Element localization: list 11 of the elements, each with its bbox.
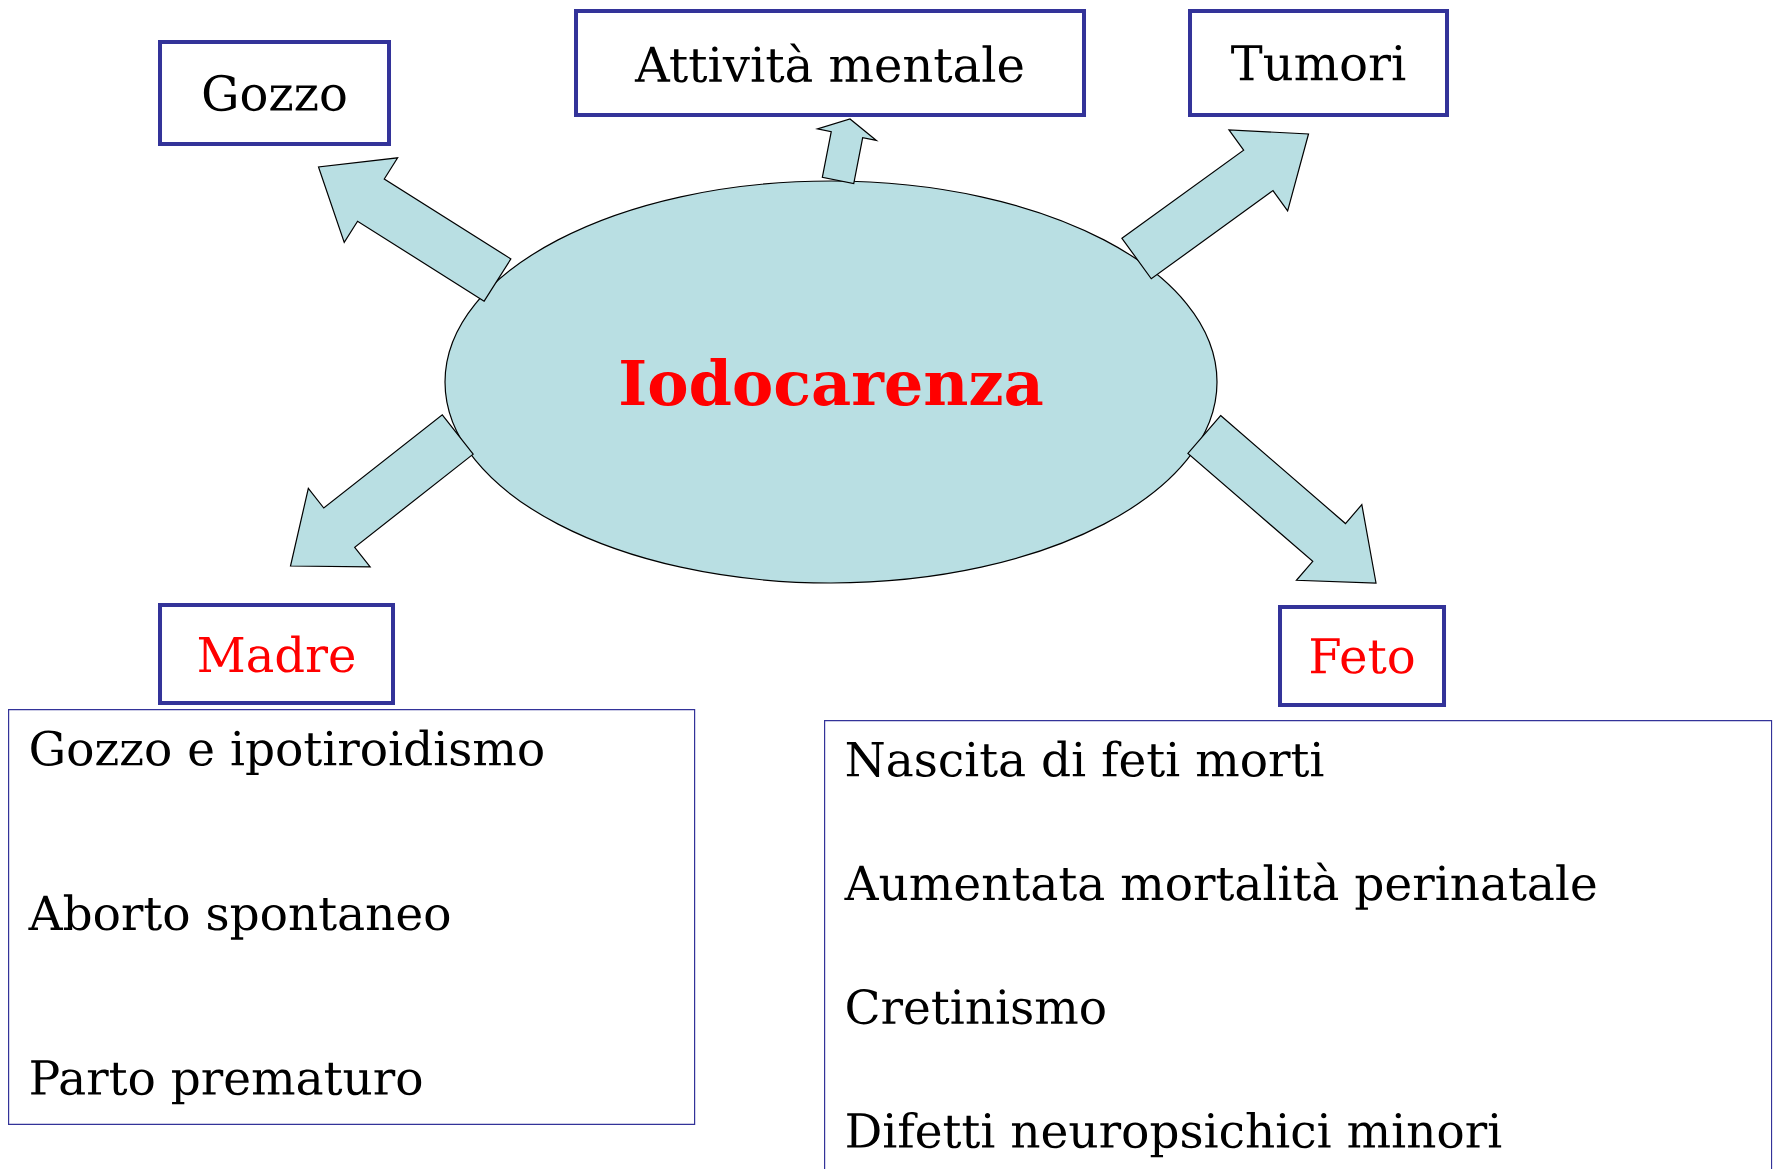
list-box: Gozzo e ipotiroidismo Aborto spontaneo Parto prematuro [8,709,696,1125]
block-arrow [1121,129,1310,280]
label-box: Gozzo [158,40,391,146]
list-box: Nascita di feti morti Aumentata mortalità perinatale Cretinismo Difetti neuropsichici minori [824,720,1773,1169]
label-box: Attività mentale [574,9,1086,117]
label-box: Madre [158,603,395,705]
label-box: Feto [1278,605,1446,707]
block-arrow [1187,414,1377,584]
label-box: Tumori [1188,9,1449,117]
block-arrow [815,118,879,185]
block-arrow [317,157,512,302]
